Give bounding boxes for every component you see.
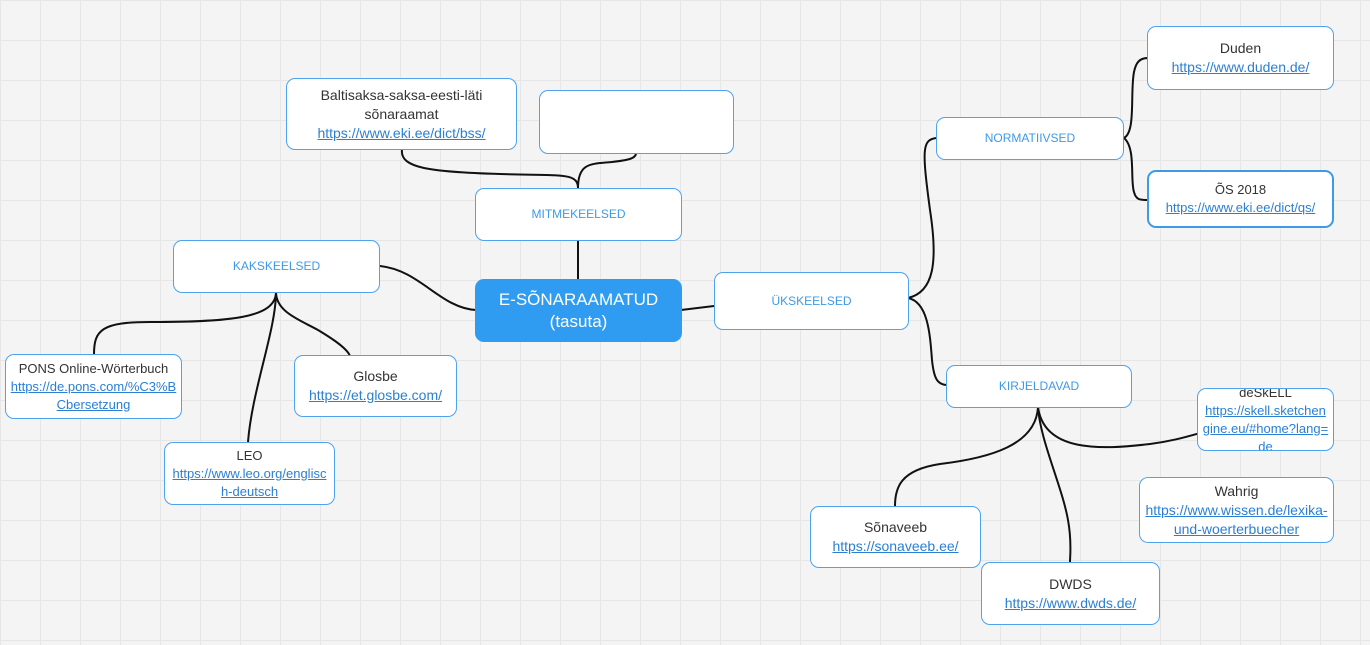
root-title-line2: (tasuta) bbox=[549, 311, 608, 331]
entry-link[interactable]: https://www.eki.ee/dict/bss/ bbox=[317, 124, 486, 141]
entry-link[interactable]: https://sonaveeb.ee/ bbox=[832, 538, 959, 554]
entry-title: deSkELL bbox=[1239, 388, 1292, 400]
entry-empty[interactable] bbox=[539, 90, 734, 154]
entry-dwds[interactable]: DWDS https://www.dwds.de/ bbox=[981, 562, 1160, 625]
entry-title: Glosbe bbox=[353, 368, 398, 384]
entry-glosbe[interactable]: Glosbe https://et.glosbe.com/ bbox=[294, 355, 457, 417]
entry-link[interactable]: https://www.duden.de/ bbox=[1171, 59, 1310, 75]
entry-link[interactable]: https://www.dwds.de/ bbox=[1004, 594, 1137, 611]
connector-mitmekeelsed-empty bbox=[577, 152, 637, 189]
entry-pons[interactable]: PONS Online-Wörterbuch https://de.pons.c… bbox=[5, 354, 182, 419]
entry-title: ÕS 2018 bbox=[1214, 182, 1267, 197]
connector-mitmekeelsed-baltisaksa bbox=[400, 149, 579, 189]
entry-title: Baltisaksa-saksa-eesti-läti sõnaraamat bbox=[320, 86, 483, 122]
entry-os2018[interactable]: ÕS 2018 https://www.eki.ee/dict/qs/ bbox=[1147, 170, 1334, 228]
entry-deskell[interactable]: deSkELL https://skell.sketchengine.eu/#h… bbox=[1197, 388, 1334, 451]
connector-kakskeelsed-glosbe bbox=[275, 291, 351, 357]
connector-normatiivsed-duden bbox=[1123, 57, 1149, 139]
connector-ukskeelsed-normatiivsed bbox=[907, 137, 937, 299]
category-label: NORMATIIVSED bbox=[984, 131, 1076, 145]
root-title-line1: E-SÕNARAAMATUD bbox=[498, 289, 659, 309]
entry-leo[interactable]: LEO https://www.leo.org/englisch-deutsch bbox=[164, 442, 335, 505]
connector-kirjeldavad-deskell bbox=[1037, 406, 1213, 449]
entry-title: Sõnaveeb bbox=[863, 519, 928, 535]
entry-link[interactable]: https://www.wissen.de/lexika-und-woerter… bbox=[1145, 501, 1328, 537]
entry-duden[interactable]: Duden https://www.duden.de/ bbox=[1147, 26, 1334, 90]
category-normatiivsed[interactable]: NORMATIIVSED bbox=[936, 117, 1124, 160]
entry-link[interactable]: https://skell.sketchengine.eu/#home?lang… bbox=[1202, 402, 1329, 451]
category-ukskeelsed[interactable]: ÜKSKEELSED bbox=[714, 272, 909, 330]
connector-kirjeldavad-dwds bbox=[1037, 406, 1072, 563]
category-label: ÜKSKEELSED bbox=[771, 293, 852, 308]
connector-root-ukskeelsed bbox=[680, 305, 715, 311]
category-kakskeelsed[interactable]: KAKSKEELSED bbox=[173, 240, 380, 293]
entry-title: DWDS bbox=[1049, 575, 1092, 592]
entry-title: Duden bbox=[1219, 40, 1262, 56]
entry-link[interactable]: https://www.eki.ee/dict/qs/ bbox=[1165, 200, 1316, 215]
entry-link[interactable]: https://www.leo.org/englisch-deutsch bbox=[172, 465, 327, 499]
entry-sonaveeb[interactable]: Sõnaveeb https://sonaveeb.ee/ bbox=[810, 506, 981, 568]
connector-kirjeldavad-sonaveeb bbox=[894, 406, 1039, 507]
entry-title: Wahrig bbox=[1214, 482, 1259, 499]
category-label: KAKSKEELSED bbox=[232, 259, 321, 273]
connector-kakskeelsed-leo bbox=[247, 291, 277, 443]
category-label: MITMEKEELSED bbox=[531, 207, 626, 221]
category-mitmekeelsed[interactable]: MITMEKEELSED bbox=[475, 188, 682, 241]
category-kirjeldavad[interactable]: KIRJELDAVAD bbox=[946, 365, 1132, 408]
connector-normatiivsed-os2018 bbox=[1123, 137, 1149, 201]
entry-title: LEO bbox=[236, 447, 263, 463]
entry-baltisaksa[interactable]: Baltisaksa-saksa-eesti-läti sõnaraamat h… bbox=[286, 78, 517, 150]
connector-kakskeelsed-pons bbox=[93, 291, 277, 355]
entry-wahrig[interactable]: Wahrig https://www.wissen.de/lexika-und-… bbox=[1139, 477, 1334, 543]
entry-link[interactable]: https://et.glosbe.com/ bbox=[308, 387, 443, 403]
entry-title: PONS Online-Wörterbuch bbox=[18, 360, 169, 376]
root-node-e-sonaraamatud[interactable]: E-SÕNARAAMATUD (tasuta) bbox=[475, 279, 682, 342]
connector-root-kakskeelsed bbox=[379, 265, 477, 311]
connector-ukskeelsed-kirjeldavad bbox=[907, 297, 947, 386]
category-label: KIRJELDAVAD bbox=[998, 379, 1080, 393]
entry-link[interactable]: https://de.pons.com/%C3%BCbersetzung bbox=[10, 378, 177, 412]
